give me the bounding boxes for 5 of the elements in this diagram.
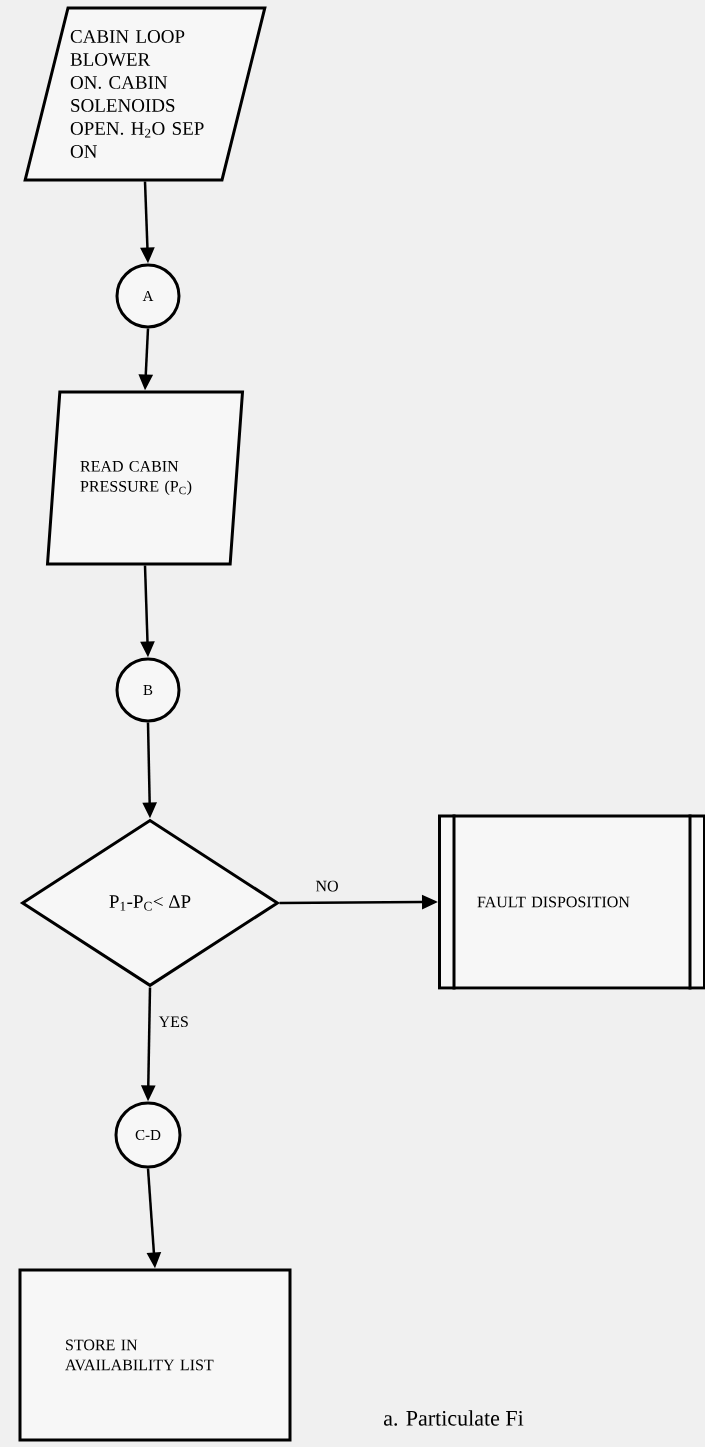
caption: a. Particulate Fi bbox=[383, 1410, 524, 1426]
predefined-process-box: FAULT DISPOSITION bbox=[438, 814, 705, 990]
input-parallelogram: CABIN LOOP BLOWER ON. CABIN SOLENOIDS OPEN. H$_{2}$O SEP ON bbox=[23, 6, 267, 182]
edge-label: YES bbox=[157, 1015, 190, 1029]
process-box: STORE IN AVAILABILITY LIST bbox=[18, 1268, 292, 1442]
